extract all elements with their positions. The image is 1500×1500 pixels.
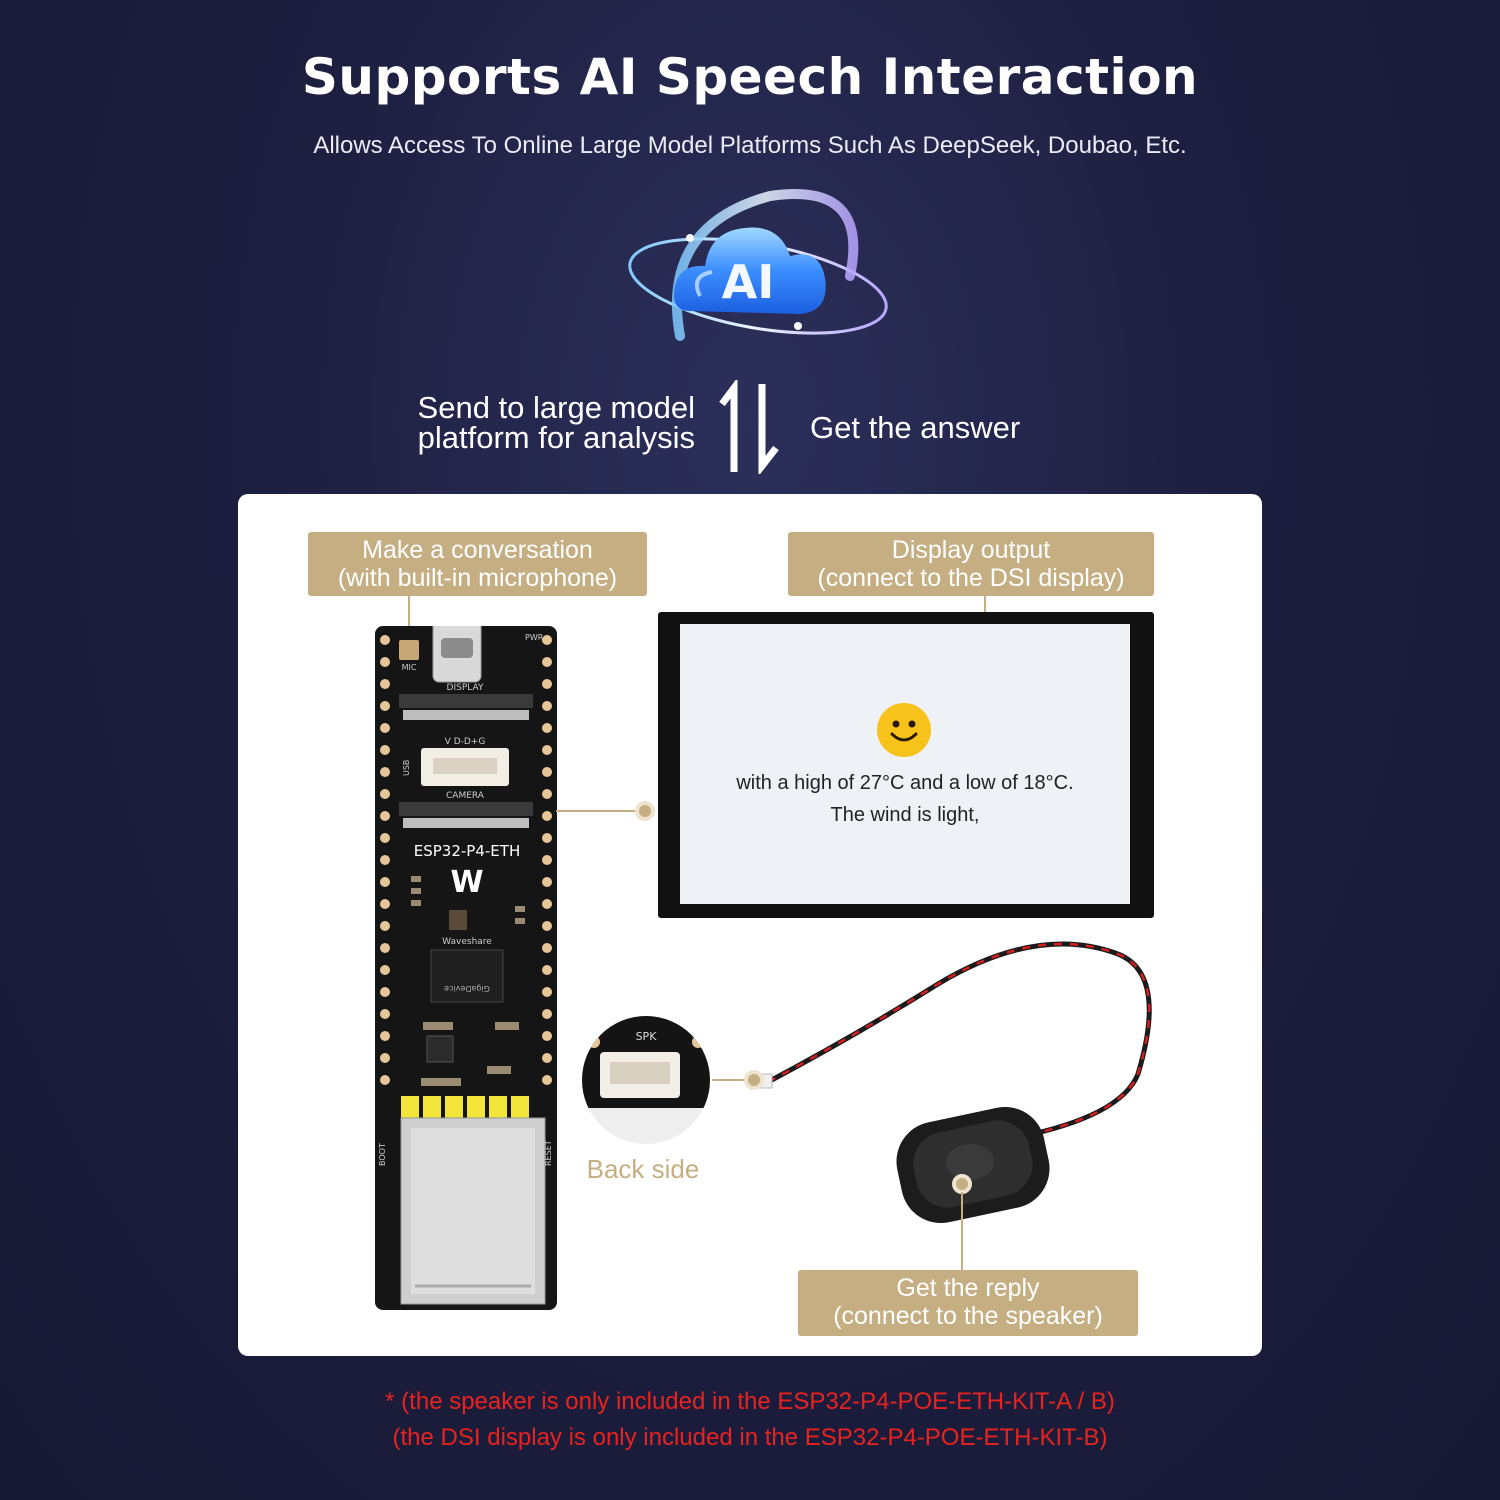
backside-marker-dot	[744, 1070, 764, 1090]
board-reset-label: RESET	[544, 1140, 553, 1166]
dsi-display: with a high of 27°C and a low of 18°C. T…	[658, 612, 1154, 918]
board-chip-label: GigaDevice	[444, 984, 490, 993]
get-answer-text: Get the answer	[810, 410, 1021, 445]
svg-text:W: W	[450, 865, 483, 900]
board-name-label: ESP32-P4-ETH	[414, 842, 520, 860]
send-text-line2: platform for analysis	[417, 420, 695, 455]
backside-connector-detail: SPK	[582, 1016, 710, 1144]
board-usb-label: USB	[402, 760, 411, 776]
callout-reply-line1: Get the reply	[896, 1274, 1040, 1302]
callout-reply: Get the reply (connect to the speaker)	[798, 1270, 1138, 1336]
board-brand-label: Waveshare	[442, 937, 492, 947]
callout-display-line1: Display output	[891, 536, 1051, 564]
board-marker-dot	[635, 801, 655, 821]
page-title: Supports AI Speech Interaction	[301, 48, 1199, 106]
up-down-arrows-icon	[719, 380, 779, 474]
esp32-p4-eth-board: MIC PWR DISPLAY V D-D+G USB CAMERA ESP32…	[375, 626, 557, 1310]
footnote-display: (the DSI display is only included in the…	[392, 1424, 1108, 1451]
smiley-face-icon	[877, 703, 931, 757]
screen-text-line2: The wind is light,	[830, 804, 980, 826]
speaker-marker-dot	[952, 1174, 972, 1194]
board-boot-label: BOOT	[378, 1143, 387, 1166]
product-panel: Make a conversation (with built-in micro…	[238, 494, 1262, 1356]
leader-line-backside	[712, 1079, 752, 1081]
ai-cloud-orbit-icon: AI	[628, 188, 888, 341]
leader-line-microphone	[408, 596, 410, 644]
speaker-cable-and-speaker	[755, 941, 1152, 1224]
board-mic-label: MIC	[402, 663, 417, 672]
speaker-icon	[896, 1106, 1050, 1224]
callout-display-line2: (connect to the DSI display)	[817, 564, 1125, 592]
page-subtitle: Allows Access To Online Large Model Plat…	[313, 132, 1187, 159]
leader-line-board-to-display	[556, 810, 636, 812]
callout-conversation-line1: Make a conversation	[362, 536, 593, 564]
callout-conversation-line2: (with built-in microphone)	[337, 564, 618, 592]
board-pwr-label: PWR	[525, 633, 544, 642]
callout-display: Display output (connect to the DSI displ…	[788, 532, 1154, 596]
board-camera-label: CAMERA	[446, 791, 485, 801]
ai-label: AI	[722, 255, 775, 309]
send-to-platform-text: Send to large model platform for analysi…	[330, 390, 695, 455]
footnote-speaker: * (the speaker is only included in the E…	[385, 1388, 1115, 1415]
leader-line-speaker	[961, 1192, 963, 1270]
display-screen: with a high of 27°C and a low of 18°C. T…	[680, 624, 1130, 904]
backside-spk-label: SPK	[636, 1030, 658, 1043]
board-vdg-label: V D-D+G	[445, 737, 486, 747]
backside-label: Back side	[586, 1154, 700, 1184]
send-text-line1: Send to large model	[417, 390, 695, 425]
callout-reply-line2: (connect to the speaker)	[833, 1302, 1103, 1330]
board-display-label: DISPLAY	[447, 683, 484, 693]
screen-text-line1: with a high of 27°C and a low of 18°C.	[736, 772, 1074, 794]
callout-conversation: Make a conversation (with built-in micro…	[308, 532, 647, 596]
